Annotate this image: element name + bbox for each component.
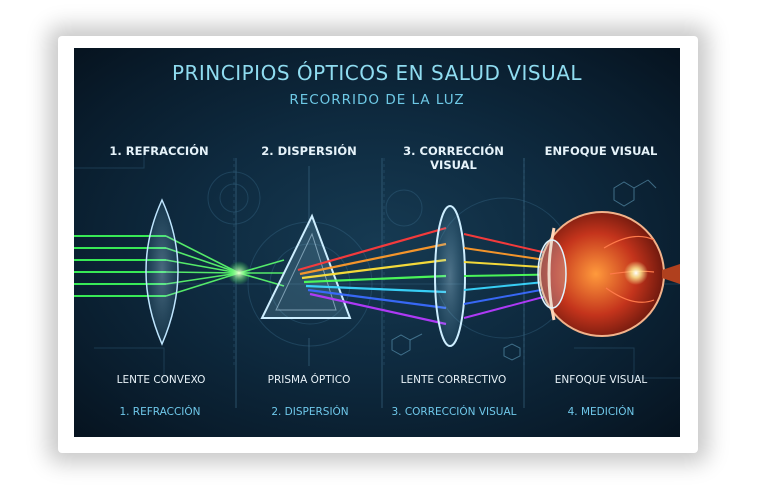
- converging-beams: [166, 236, 284, 296]
- step-heading-correction-line2: VISUAL: [386, 158, 521, 172]
- corrective-lens-icon: [435, 206, 465, 346]
- footer-label-correction: 3. CORRECCIÓN VISUAL: [380, 406, 528, 418]
- step-heading-focus: ENFOQUE VISUAL: [526, 144, 676, 158]
- focal-point-glow: [227, 261, 251, 285]
- footer-label-refraction: 1. REFRACCIÓN: [90, 406, 230, 418]
- footer-label-measurement: 4. MEDICIÓN: [526, 406, 676, 418]
- component-label-eye-focus: ENFOQUE VISUAL: [526, 374, 676, 386]
- infographic-panel: PRINCIPIOS ÓPTICOS EN SALUD VISUAL RECOR…: [74, 48, 680, 437]
- component-label-convex-lens: LENTE CONVEXO: [96, 374, 226, 386]
- page-subtitle: RECORRIDO DE LA LUZ: [74, 92, 680, 108]
- step-heading-dispersion: 2. DISPERSIÓN: [244, 144, 374, 158]
- retina-focus-glow: [624, 261, 648, 285]
- step-heading-correction: 3. CORRECCIÓN VISUAL: [386, 144, 521, 172]
- footer-label-dispersion: 2. DISPERSIÓN: [240, 406, 380, 418]
- convex-lens-icon: [146, 200, 178, 344]
- component-label-prism: PRISMA ÓPTICO: [244, 374, 374, 386]
- step-heading-refraction: 1. REFRACCIÓN: [94, 144, 224, 158]
- component-label-corrective-lens: LENTE CORRECTIVO: [386, 374, 521, 386]
- eye-icon: [538, 212, 680, 336]
- page-title: PRINCIPIOS ÓPTICOS EN SALUD VISUAL: [74, 61, 680, 85]
- step-heading-correction-line1: 3. CORRECCIÓN: [386, 144, 521, 158]
